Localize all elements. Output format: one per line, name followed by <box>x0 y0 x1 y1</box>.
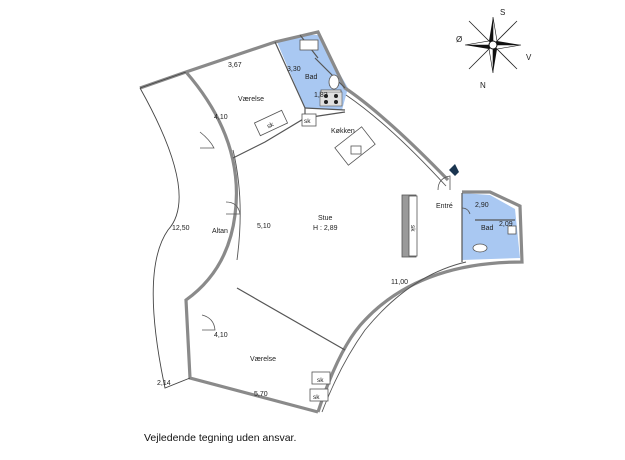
balcony-outline <box>139 71 191 389</box>
dim-living-length: 11,00 <box>391 279 408 286</box>
compass-rose-icon <box>464 16 522 74</box>
compass-label-v: V <box>526 53 532 62</box>
dim-living-depth: 5,10 <box>257 223 271 230</box>
dim-balcony-length: 12,50 <box>172 225 190 232</box>
dim-room-top-width: 3,67 <box>228 62 242 69</box>
room-label-kitchen: Køkken <box>331 128 355 135</box>
closet-label: sk <box>266 121 276 130</box>
room-label-room-top: Værelse <box>238 96 264 103</box>
closet-label: sk <box>409 225 416 232</box>
closet-label: sk <box>304 118 311 125</box>
dim-room-top-depth: 4,10 <box>214 114 228 121</box>
disclaimer-caption: Vejledende tegning uden ansvar. <box>144 432 297 444</box>
stove-icon <box>319 91 343 107</box>
dim-bath-top-b: 1,82 <box>314 92 328 99</box>
room-label-room-bottom: Værelse <box>250 356 276 363</box>
room-label-entry: Entré <box>436 203 453 210</box>
interior-walls <box>232 34 515 351</box>
compass-label-s: S <box>500 8 505 17</box>
dim-room-bottom-width: 5,70 <box>254 391 268 398</box>
outer-walls-inner <box>232 94 467 413</box>
entrance-marker-icon <box>449 164 459 176</box>
dim-bath-right-b: 2,09 <box>499 221 513 228</box>
room-label-living-height: H : 2,89 <box>313 225 338 232</box>
dim-bath-top-a: 3,30 <box>287 66 301 73</box>
compass-label-n: N <box>480 81 486 90</box>
dim-room-bottom-depth: 4,10 <box>214 332 228 339</box>
room-label-living: Stue <box>318 215 333 222</box>
door-arcs <box>199 131 471 331</box>
furniture <box>253 39 517 402</box>
room-label-bath-top: Bad <box>305 74 318 81</box>
room-label-bath-right: Bad <box>481 225 494 232</box>
dim-balcony-end: 2,14 <box>157 380 171 387</box>
closet-label: sk <box>317 377 324 384</box>
compass-label-o: Ø <box>456 35 462 44</box>
bath-right-fill <box>462 193 520 260</box>
room-label-balcony: Altan <box>212 228 228 235</box>
dim-bath-right-a: 2,90 <box>475 202 489 209</box>
closet-label: sk <box>313 394 320 401</box>
